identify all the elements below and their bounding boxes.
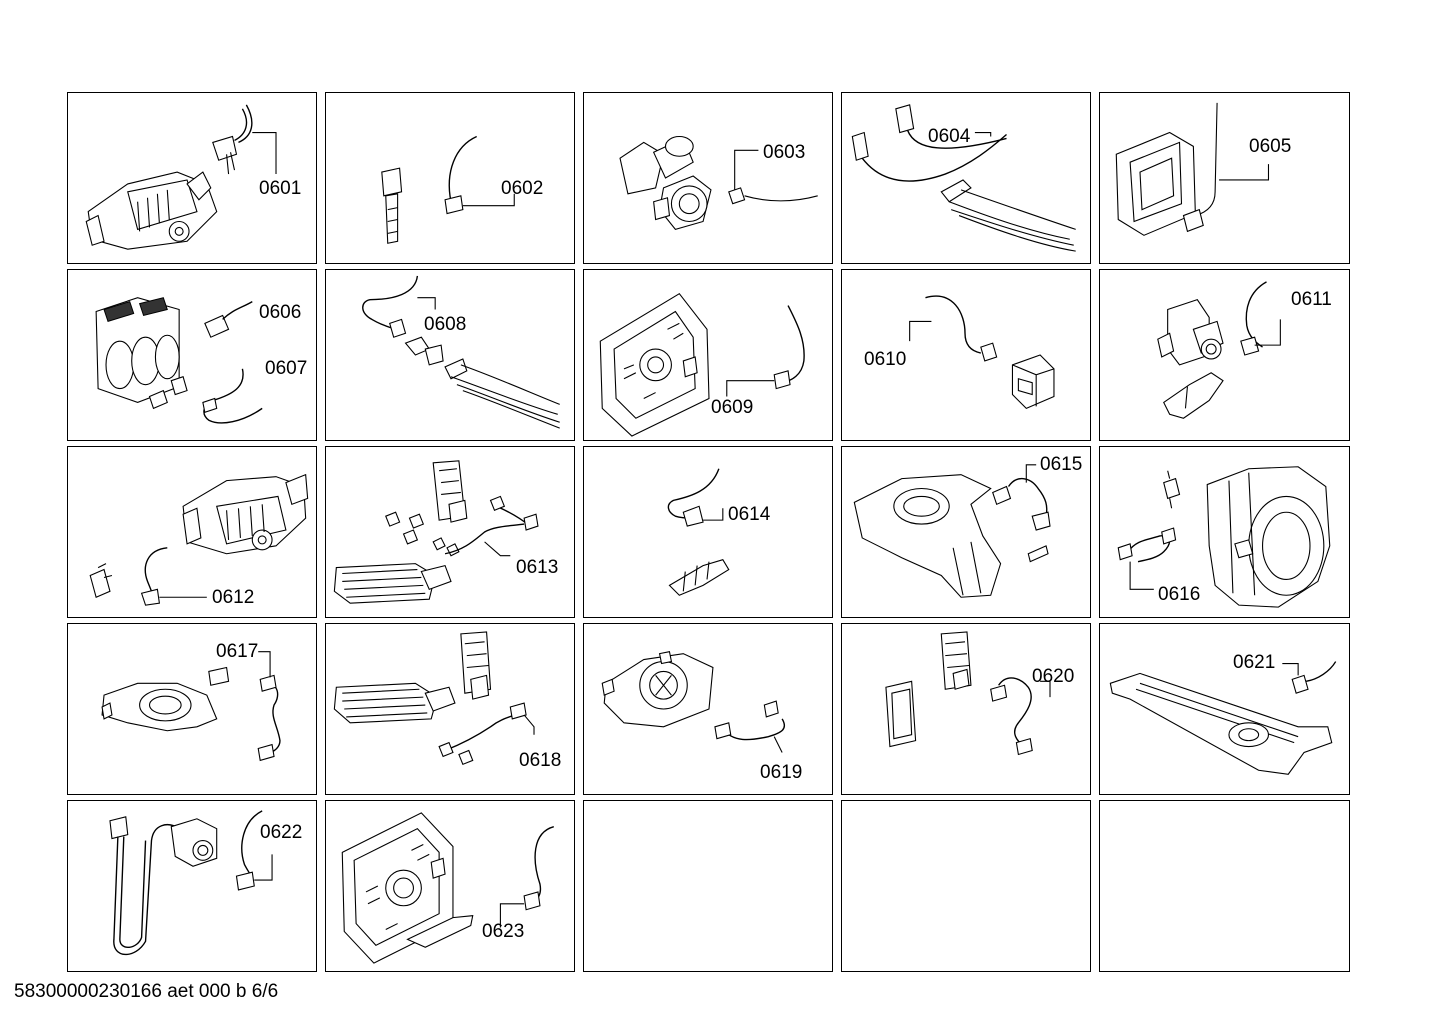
cell-0611: 0611 <box>1099 269 1350 441</box>
part-label-0611: 0611 <box>1291 289 1332 310</box>
cell-0604: 0604 <box>841 92 1091 264</box>
cell-0619: 0619 <box>583 623 833 795</box>
part-label-0607: 0607 <box>265 358 308 379</box>
motor-illustration <box>85 104 277 250</box>
circuit-board-illustration <box>599 293 805 437</box>
fan-housing-illustration <box>601 651 786 753</box>
inlet-valve-illustration <box>1157 281 1281 419</box>
control-board-illustration <box>341 812 554 964</box>
cell-0610: 0610 <box>841 269 1091 441</box>
part-label-0602: 0602 <box>501 178 544 199</box>
cell-0601: 0601 <box>67 92 317 264</box>
part-label-0616: 0616 <box>1158 584 1201 605</box>
part-label-0601: 0601 <box>259 178 302 199</box>
part-label-0608: 0608 <box>424 314 467 335</box>
sensor-with-cable-illustration <box>909 295 1055 410</box>
cell-0606-0607: 0606 0607 <box>67 269 317 441</box>
parts-grid: 0601 0602 0603 <box>67 92 1350 972</box>
tub-half-illustration <box>853 464 1051 598</box>
sensor-and-holder-illustration <box>667 468 730 596</box>
part-label-0614: 0614 <box>728 504 771 525</box>
cell-0605: 0605 <box>1099 92 1350 264</box>
part-label-0610: 0610 <box>864 349 907 370</box>
drain-pump-illustration <box>619 135 818 231</box>
cell-0615: 0615 <box>841 446 1091 618</box>
cell-0617: 0617 <box>67 623 317 795</box>
cell-0608: 0608 <box>325 269 575 441</box>
cell-0613: 0613 <box>325 446 575 618</box>
cell-0621: 0621 <box>1099 623 1350 795</box>
document-footer: 58300000230166 aet 000 b 6/6 <box>14 981 279 1002</box>
rail-with-bracket-illustration <box>1109 661 1337 775</box>
part-label-0617: 0617 <box>216 641 259 662</box>
cell-0622: 0622 <box>67 800 317 972</box>
sensor-illustration <box>381 135 515 244</box>
part-label-0615: 0615 <box>1040 454 1083 475</box>
part-label-0619: 0619 <box>760 762 803 783</box>
part-label-0613: 0613 <box>516 557 559 578</box>
module-and-cable-illustration <box>885 631 1051 756</box>
cell-empty-2 <box>841 800 1091 972</box>
cell-0616: 0616 <box>1099 446 1350 618</box>
cell-0614: 0614 <box>583 446 833 618</box>
tub-segment-illustration <box>101 651 281 762</box>
cell-0602: 0602 <box>325 92 575 264</box>
part-label-0620: 0620 <box>1032 666 1075 687</box>
heater-and-board-illustration <box>333 460 539 604</box>
cell-0603: 0603 <box>583 92 833 264</box>
heater-board-assembly-illustration <box>333 631 535 766</box>
cell-0612: 0612 <box>67 446 317 618</box>
heating-element-illustration <box>362 275 560 429</box>
cell-0623: 0623 <box>325 800 575 972</box>
part-label-0622: 0622 <box>260 822 303 843</box>
part-label-0609: 0609 <box>711 397 754 418</box>
hose-and-pump-illustration <box>109 810 273 956</box>
part-label-0606: 0606 <box>259 302 302 323</box>
control-module-illustration <box>1115 102 1270 236</box>
heater-and-sensor-illustration <box>851 104 1076 252</box>
motor-with-bracket-illustration <box>89 473 309 606</box>
part-label-0618: 0618 <box>519 750 562 771</box>
cell-empty-3 <box>1099 800 1350 972</box>
tub-drum-illustration <box>1117 466 1331 608</box>
part-label-0612: 0612 <box>212 587 255 608</box>
cell-0609: 0609 <box>583 269 833 441</box>
part-label-0623: 0623 <box>482 921 525 942</box>
part-label-0603: 0603 <box>763 142 806 163</box>
part-label-0621: 0621 <box>1233 652 1276 673</box>
valve-assembly-illustration <box>95 297 263 424</box>
cell-0618: 0618 <box>325 623 575 795</box>
cell-0620: 0620 <box>841 623 1091 795</box>
part-label-0604: 0604 <box>928 126 971 147</box>
cell-empty-1 <box>583 800 833 972</box>
part-label-0605: 0605 <box>1249 136 1292 157</box>
